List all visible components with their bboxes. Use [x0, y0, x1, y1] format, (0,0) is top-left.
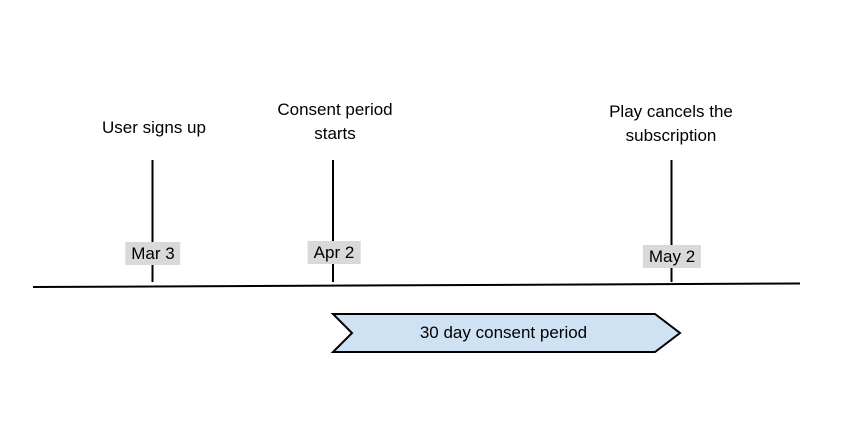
- milestone-label-consent-start: Consent period starts: [277, 100, 393, 143]
- milestone-label-signup: User signs up: [102, 118, 206, 137]
- consent-period-arrow: [330, 313, 682, 353]
- timeline-axis-line: [32, 282, 801, 288]
- consent-period-arrow-label: 30 day consent period: [419, 323, 588, 342]
- milestone-label-cancel: Play cancels the subscription: [609, 102, 733, 145]
- date-badge-mar3: Mar 3: [125, 242, 181, 265]
- date-badge-apr2: Apr 2: [307, 241, 361, 264]
- date-badge-may2: May 2: [642, 245, 702, 268]
